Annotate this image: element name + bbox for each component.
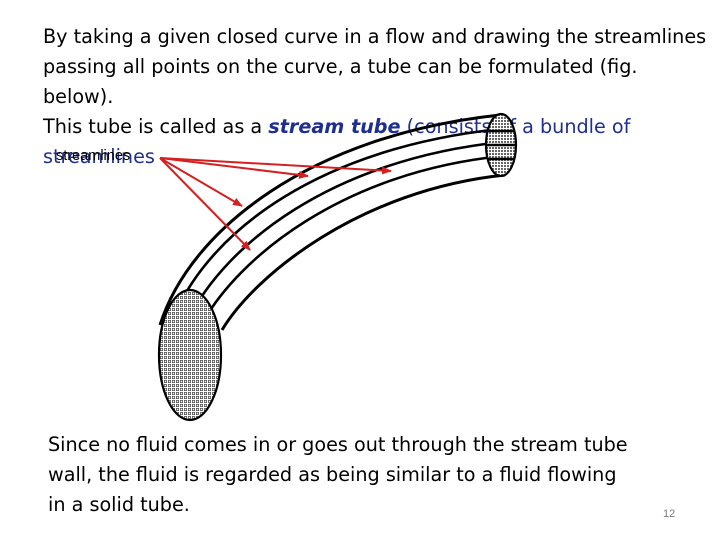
callout-arrow-1 xyxy=(159,157,392,175)
outro-line-1: Since no fluid comes in or goes out thro… xyxy=(48,433,628,456)
intro-line-1: By taking a given closed curve in a flow… xyxy=(43,25,707,48)
streamline-1 xyxy=(173,127,501,315)
streamline-2 xyxy=(187,140,503,319)
tube-wall-inner xyxy=(220,173,506,331)
page-number: 12 xyxy=(663,508,676,520)
callout-arrow-2 xyxy=(159,157,309,179)
stream-tube-term: stream tube xyxy=(268,115,401,138)
outro-line-3: in a solid tube. xyxy=(48,493,190,516)
intro-line-2: passing all points on the curve, a tube … xyxy=(43,55,638,108)
conclusion-paragraph: Since no fluid comes in or goes out thro… xyxy=(48,430,648,520)
tube-inlet-cross-section xyxy=(157,288,223,422)
intro-paragraph: By taking a given closed curve in a flow… xyxy=(43,22,713,172)
callout-arrow-3 xyxy=(159,157,243,207)
streamlines-callout-label: streamlines xyxy=(56,148,131,164)
intro-line-3-pre: This tube is called as a xyxy=(43,115,269,138)
streamline-3 xyxy=(201,154,504,323)
outro-line-2: wall, the fluid is regarded as being sim… xyxy=(48,463,617,486)
intro-line-4: streamlines xyxy=(43,145,155,168)
callout-arrow-4 xyxy=(159,157,251,251)
tube-wall-outer xyxy=(158,113,501,326)
